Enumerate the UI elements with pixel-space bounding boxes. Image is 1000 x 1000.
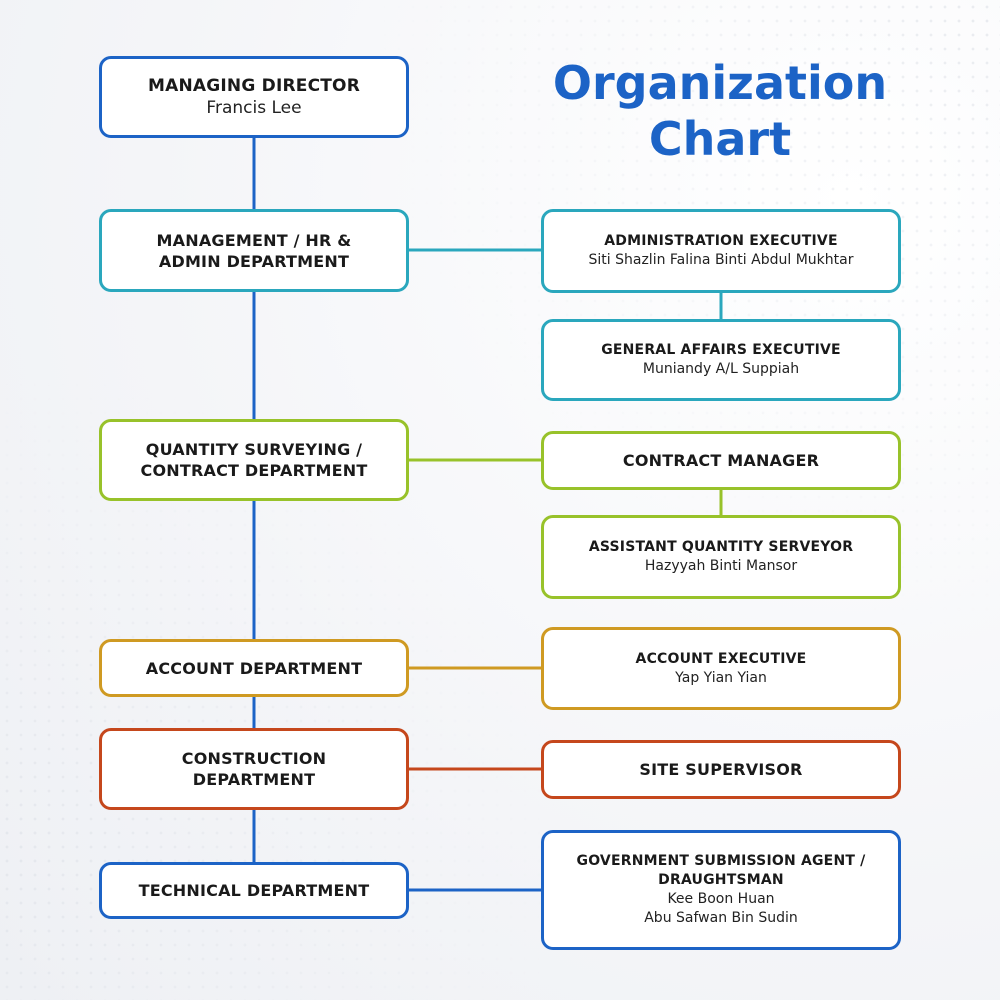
position-title: ACCOUNT EXECUTIVE bbox=[635, 650, 807, 667]
department-label-line-1: TECHNICAL DEPARTMENT bbox=[138, 881, 370, 900]
construction-department-box: CONSTRUCTION DEPARTMENT bbox=[99, 728, 409, 810]
department-label-line-1: ACCOUNT DEPARTMENT bbox=[145, 658, 363, 678]
title-line-1: Organization bbox=[552, 56, 888, 110]
position-title-line-1: GOVERNMENT SUBMISSION AGENT / bbox=[576, 853, 866, 869]
managing-director-box: MANAGING DIRECTOR Francis Lee bbox=[99, 56, 409, 138]
technical-department-box: TECHNICAL DEPARTMENT bbox=[99, 862, 409, 919]
position-title: ADMINISTRATION EXECUTIVE bbox=[604, 233, 838, 249]
position-title: SITE SUPERVISOR bbox=[639, 760, 803, 779]
position-name-1: Kee Boon Huan bbox=[667, 891, 775, 907]
quantity-surveying-department-box: QUANTITY SURVEYING / CONTRACT DEPARTMENT bbox=[99, 419, 409, 501]
department-label-line-1: MANAGEMENT / HR & bbox=[156, 230, 352, 250]
position-title: CONTRACT MANAGER bbox=[622, 451, 820, 470]
page-title: Organization Chart bbox=[520, 55, 920, 167]
department-label-line-1: QUANTITY SURVEYING / bbox=[145, 440, 363, 459]
department-label-line-2: DEPARTMENT bbox=[192, 770, 316, 789]
site-supervisor-box: SITE SUPERVISOR bbox=[541, 740, 901, 799]
position-name: Hazyyah Binti Mansor bbox=[644, 558, 798, 574]
position-name: Yap Yian Yian bbox=[675, 669, 767, 686]
department-label-line-2: ADMIN DEPARTMENT bbox=[158, 251, 350, 271]
assistant-quantity-surveyor-box: ASSISTANT QUANTITY SERVEYOR Hazyyah Bint… bbox=[541, 515, 901, 599]
position-name: Siti Shazlin Falina Binti Abdul Mukhtar bbox=[588, 252, 854, 268]
department-label-line-2: CONTRACT DEPARTMENT bbox=[140, 461, 368, 480]
managing-director-name: Francis Lee bbox=[206, 97, 302, 118]
position-title-line-2: DRAUGHTSMAN bbox=[658, 872, 784, 888]
position-name: Muniandy A/L Suppiah bbox=[642, 361, 800, 377]
position-title: ASSISTANT QUANTITY SERVEYOR bbox=[588, 539, 854, 555]
managing-director-title: MANAGING DIRECTOR bbox=[148, 75, 360, 96]
government-submission-agent-box: GOVERNMENT SUBMISSION AGENT / DRAUGHTSMA… bbox=[541, 830, 901, 950]
administration-executive-box: ADMINISTRATION EXECUTIVE Siti Shazlin Fa… bbox=[541, 209, 901, 293]
management-hr-admin-department-box: MANAGEMENT / HR & ADMIN DEPARTMENT bbox=[99, 209, 409, 292]
account-executive-box: ACCOUNT EXECUTIVE Yap Yian Yian bbox=[541, 627, 901, 710]
title-line-2: Chart bbox=[648, 112, 792, 166]
contract-manager-box: CONTRACT MANAGER bbox=[541, 431, 901, 490]
department-label-line-1: CONSTRUCTION bbox=[181, 749, 327, 768]
position-name-2: Abu Safwan Bin Sudin bbox=[644, 910, 798, 926]
account-department-box: ACCOUNT DEPARTMENT bbox=[99, 639, 409, 697]
general-affairs-executive-box: GENERAL AFFAIRS EXECUTIVE Muniandy A/L S… bbox=[541, 319, 901, 401]
position-title: GENERAL AFFAIRS EXECUTIVE bbox=[601, 342, 841, 358]
